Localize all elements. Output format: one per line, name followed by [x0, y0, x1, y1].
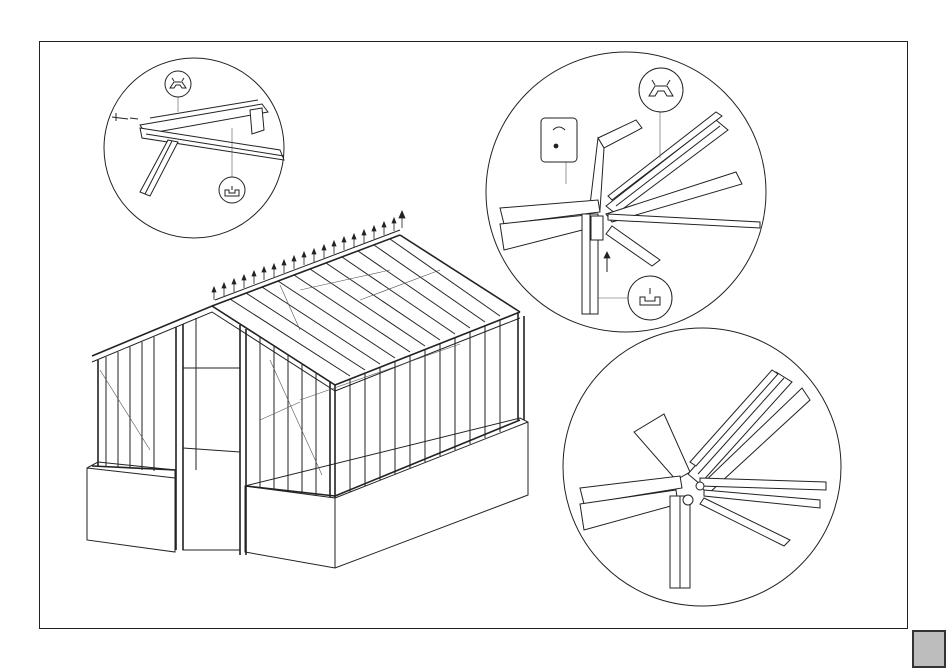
ridge-detail-top-callout — [165, 71, 191, 97]
corner-joint-detail — [486, 52, 766, 332]
corner-joint-bottom-callout — [628, 276, 672, 320]
ridge-detail-bottom-callout — [219, 177, 245, 203]
roof — [212, 230, 520, 376]
ridge-detail — [104, 58, 284, 238]
greenhouse-main-drawing — [87, 211, 528, 568]
corner-joint-top-callout — [639, 68, 683, 112]
corner-joint-clip-callout — [541, 118, 577, 162]
corner-joint-assembled-detail — [563, 328, 841, 606]
